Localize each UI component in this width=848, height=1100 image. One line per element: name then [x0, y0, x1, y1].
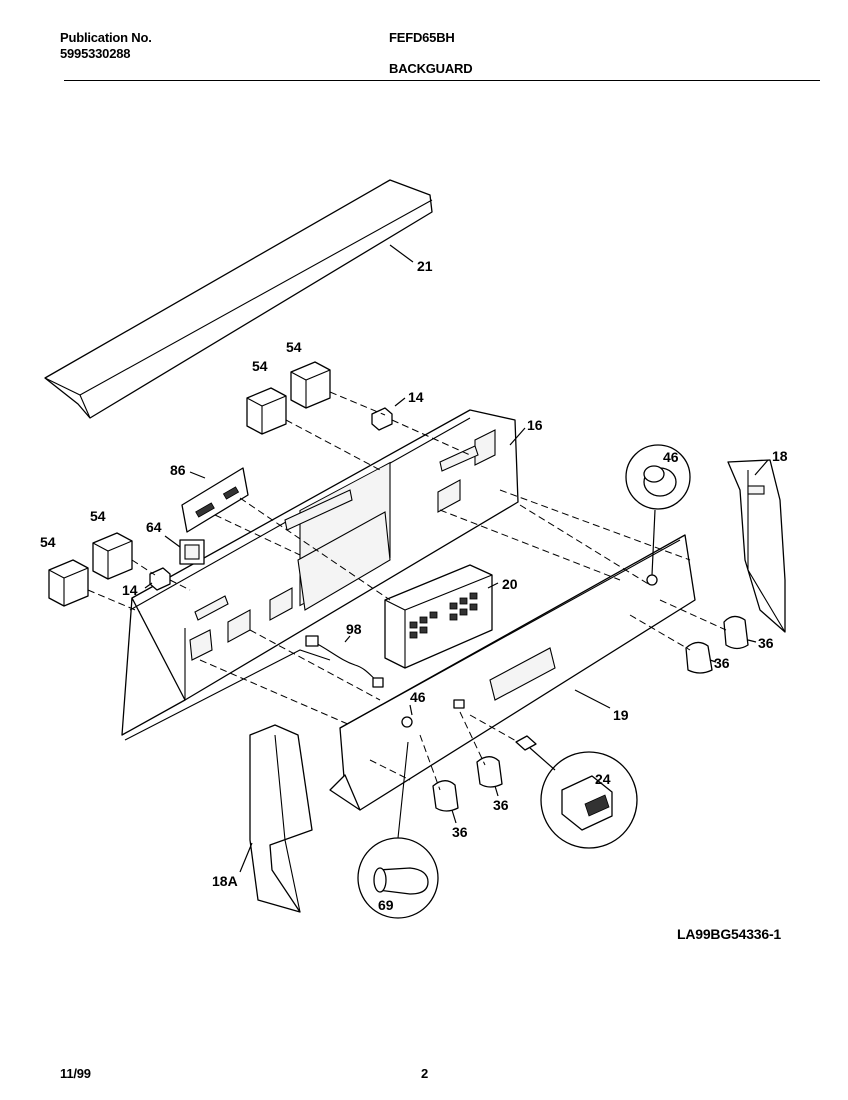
- callout-21: 21: [417, 258, 433, 274]
- publication-label: Publication No.: [60, 30, 152, 45]
- callout-46-b: 46: [410, 689, 426, 705]
- part-14-connector-a: [371, 407, 393, 431]
- diagram-id: LA99BG54336-1: [677, 926, 782, 942]
- callout-36-c: 36: [493, 797, 509, 813]
- part-98-wire-harness: [305, 635, 384, 688]
- callout-19: 19: [613, 707, 629, 723]
- part-69-detail-circle: [357, 741, 439, 919]
- callout-54-d: 54: [40, 534, 56, 550]
- part-54-switch-b: [246, 387, 287, 435]
- part-36-knob-c: [432, 780, 459, 812]
- part-54-switch-d: [48, 559, 89, 607]
- footer-date: 11/99: [60, 1066, 91, 1081]
- callout-14-b: 14: [122, 582, 138, 598]
- callout-20: 20: [502, 576, 518, 592]
- callout-54-c: 54: [90, 508, 106, 524]
- part-46-detail-circle: [625, 444, 691, 510]
- part-36-knob-a: [723, 615, 749, 650]
- part-24-detail-circle: [515, 735, 638, 849]
- publication-number: 5995330288: [60, 46, 131, 61]
- part-54-switch-c: [92, 532, 133, 580]
- part-36-knob-d: [476, 756, 503, 788]
- callout-69: 69: [378, 897, 394, 913]
- part-54-switch-a: [290, 361, 331, 409]
- part-19-control-panel: [329, 534, 696, 811]
- part-86-board: [181, 467, 249, 533]
- assembly-lines: [87, 391, 727, 791]
- callout-18: 18: [772, 448, 788, 464]
- callout-24: 24: [595, 771, 611, 787]
- header-rule: [64, 80, 820, 81]
- callout-36-d: 36: [452, 824, 468, 840]
- callout-86: 86: [170, 462, 186, 478]
- part-36-knob-b: [685, 641, 713, 674]
- part-20-control-module: [384, 564, 493, 669]
- callout-18a: 18A: [212, 873, 238, 889]
- part-18-side-trim: [727, 459, 786, 633]
- callout-64: 64: [146, 519, 162, 535]
- part-21-top-trim: [44, 179, 433, 419]
- model-number: FEFD65BH: [389, 30, 455, 45]
- part-64-switch: [179, 539, 205, 565]
- leader-lines: [144, 244, 769, 873]
- callout-14-a: 14: [408, 389, 424, 405]
- section-title: BACKGUARD: [389, 61, 473, 76]
- page-number: 2: [421, 1066, 429, 1081]
- callout-16: 16: [527, 417, 543, 433]
- part-18a-side-trim: [249, 724, 313, 913]
- callout-98: 98: [346, 621, 362, 637]
- callout-54-a: 54: [286, 339, 302, 355]
- callouts: 21 54 54 14 16 86 54 64 54 14 46 18 20 9…: [40, 258, 788, 913]
- callout-36-b: 36: [714, 655, 730, 671]
- callout-46-a: 46: [663, 449, 679, 465]
- callout-36-a: 36: [758, 635, 774, 651]
- callout-54-b: 54: [252, 358, 268, 374]
